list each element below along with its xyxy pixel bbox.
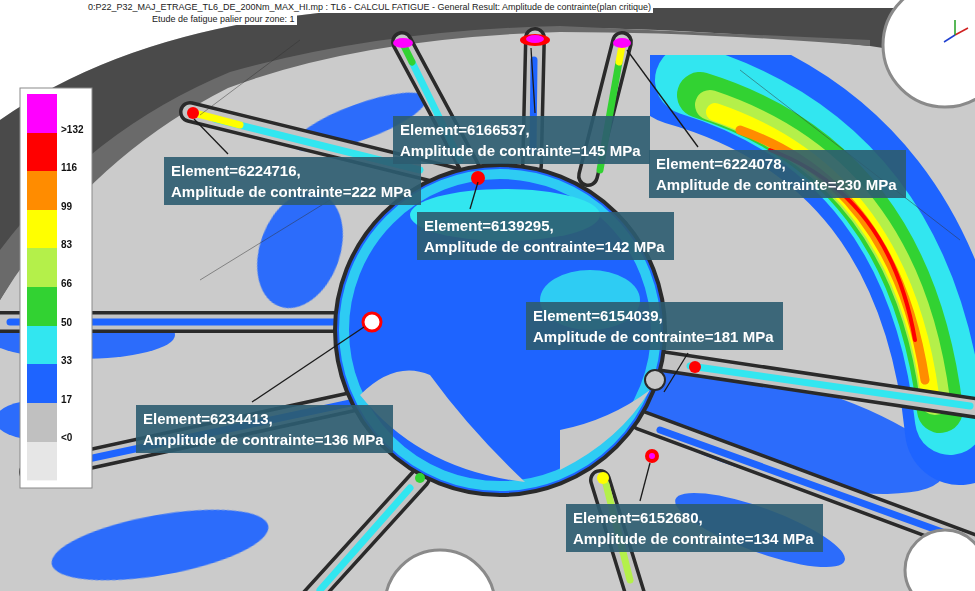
legend-panel bbox=[20, 88, 92, 488]
stress-value: Amplitude de contrainte=230 MPa bbox=[656, 174, 896, 195]
legend-value: 33 bbox=[61, 355, 72, 367]
element-id: Element=6154039, bbox=[533, 305, 663, 326]
callout-box: Element=6152680,Amplitude de contrainte=… bbox=[566, 504, 823, 552]
bore-hole bbox=[385, 0, 975, 591]
axis-triad bbox=[944, 20, 968, 42]
legend-swatch bbox=[27, 326, 57, 365]
legend-swatch bbox=[27, 210, 57, 249]
legend-swatch bbox=[27, 403, 57, 442]
legend-value: >132 bbox=[61, 124, 84, 136]
rib bbox=[0, 38, 975, 591]
element-id: Element=6224078, bbox=[656, 153, 786, 174]
element-id: Element=6234413, bbox=[143, 408, 273, 429]
element-id: Element=6224716, bbox=[171, 160, 301, 181]
legend-swatch bbox=[27, 248, 57, 287]
element-id: Element=6152680, bbox=[573, 507, 703, 528]
callout-box: Element=6224078,Amplitude de contrainte=… bbox=[649, 150, 906, 198]
header-text: 0:P22_P32_MAJ_ETRAGE_TL6_DE_200Nm_MAX_HI… bbox=[86, 2, 653, 13]
stress-value: Amplitude de contrainte=142 MPa bbox=[424, 236, 664, 257]
callout-box: Element=6234413,Amplitude de contrainte=… bbox=[136, 405, 393, 453]
legend-value: 50 bbox=[61, 317, 72, 329]
callout-box: Element=6224716,Amplitude de contrainte=… bbox=[164, 157, 421, 205]
callout-box: Element=6139295,Amplitude de contrainte=… bbox=[417, 212, 674, 260]
stress-patch bbox=[0, 81, 957, 591]
legend-value: 66 bbox=[61, 278, 72, 290]
header-text: Etude de fatigue palier pour zone: 1 bbox=[150, 14, 297, 25]
callout-box: Element=6166537,Amplitude de contrainte=… bbox=[393, 116, 650, 164]
legend-value: 116 bbox=[61, 162, 77, 174]
stress-value: Amplitude de contrainte=222 MPa bbox=[171, 181, 411, 202]
element-id: Element=6139295, bbox=[424, 215, 554, 236]
rib-outline bbox=[0, 38, 975, 591]
legend-swatch bbox=[27, 364, 57, 403]
stress-value: Amplitude de contrainte=181 MPa bbox=[533, 326, 773, 347]
legend-swatch bbox=[27, 94, 57, 133]
legend-swatch bbox=[27, 133, 57, 172]
legend-value: 83 bbox=[61, 239, 72, 251]
stress-value: Amplitude de contrainte=145 MPa bbox=[400, 140, 640, 161]
legend-value: 17 bbox=[61, 394, 72, 406]
stress-value: Amplitude de contrainte=134 MPa bbox=[573, 528, 813, 549]
stress-value: Amplitude de contrainte=136 MPa bbox=[143, 429, 383, 450]
legend-value: 99 bbox=[61, 201, 72, 213]
rib-stress bbox=[10, 46, 970, 590]
element-id: Element=6166537, bbox=[400, 119, 530, 140]
legend-value: <0 bbox=[61, 432, 72, 444]
callout-box: Element=6154039,Amplitude de contrainte=… bbox=[526, 302, 783, 350]
legend-swatch bbox=[27, 287, 57, 326]
legend-swatch bbox=[27, 171, 57, 210]
